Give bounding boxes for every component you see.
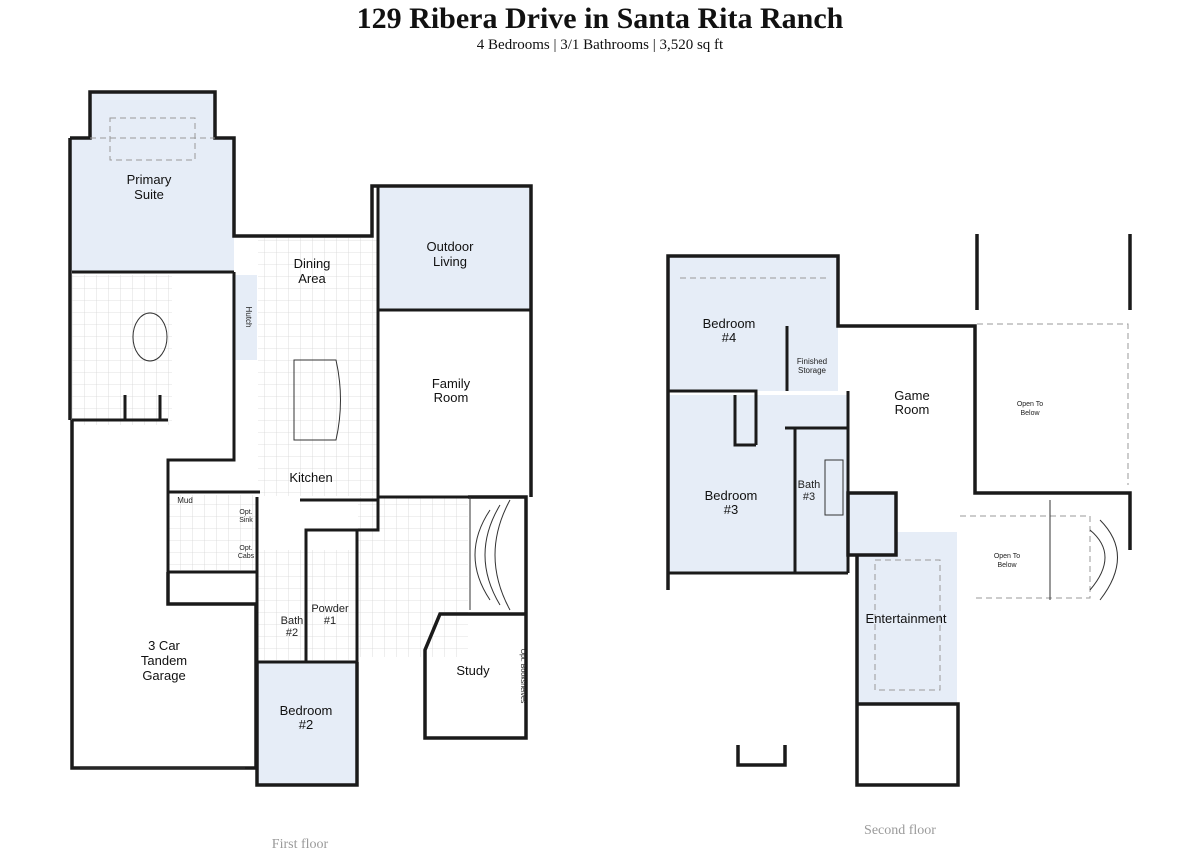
game-room-label-2: Room — [895, 402, 930, 417]
first-floor-caption: First floor — [272, 837, 329, 850]
primary-suite-label-1: Primary — [127, 172, 172, 187]
bedroom3-label-1: Bedroom — [705, 488, 758, 503]
second-floor-outer-wall — [666, 234, 1132, 787]
bedroom2-label-1: Bedroom — [280, 703, 333, 718]
bedroom4-label-2: #4 — [722, 330, 736, 345]
hutch-label: Hutch — [244, 307, 253, 328]
kitchen-label: Kitchen — [289, 470, 332, 485]
mud-tile — [168, 495, 256, 570]
bath2-label-1: Bath — [281, 615, 304, 627]
bedroom2-area — [257, 662, 357, 784]
first-floor-stair — [469, 497, 511, 611]
first-floor-plan: Primary Suite Dining Area Outdoor Living… — [68, 90, 533, 850]
dining-kitchen-tile — [258, 238, 378, 496]
opt-cabs-label-2: Cabs — [238, 553, 255, 560]
opt-cabs-label-1: Opt. — [239, 545, 252, 552]
mud-label: Mud — [177, 496, 193, 505]
outdoor-living-area — [378, 188, 530, 310]
opt-bookshelves-label: Opt. Bookshelves — [519, 649, 526, 704]
bedroom3-label-2: #3 — [724, 502, 738, 517]
second-floor-inner-walls — [668, 326, 850, 575]
outdoor-living-label-1: Outdoor — [427, 239, 475, 254]
family-room-label-2: Room — [434, 390, 469, 405]
family-room-label-1: Family — [432, 376, 471, 391]
open-to-below-2-label-1: Open To — [994, 553, 1020, 560]
foyer-tile — [358, 497, 468, 657]
hutch-area — [232, 275, 257, 360]
second-floor-caption: Second floor — [864, 823, 936, 838]
game-room-label-1: Game — [894, 388, 929, 403]
study-label: Study — [456, 663, 490, 678]
dining-area-label-2: Area — [298, 271, 326, 286]
primary-bath-tile — [72, 275, 172, 425]
bath3-label-1: Bath — [798, 479, 821, 491]
page-title: 129 Ribera Drive in Santa Rita Ranch — [356, 2, 844, 35]
bedroom3-area — [668, 395, 848, 573]
garage-label-1: 3 Car — [148, 638, 180, 653]
finished-storage-label-1: Finished — [797, 357, 827, 366]
kitchen-island — [293, 359, 341, 441]
garage-label-2: Tandem — [141, 653, 187, 668]
finished-storage-label-2: Storage — [798, 366, 827, 375]
entertainment-label: Entertainment — [866, 611, 947, 626]
outdoor-living-label-2: Living — [433, 254, 467, 269]
primary-suite-area — [70, 92, 234, 272]
second-floor-dashed — [680, 277, 1129, 691]
bath3-tub — [824, 459, 844, 516]
first-floor-outer-wall — [68, 90, 533, 787]
dining-area-label-1: Dining — [294, 256, 331, 271]
bath3-label-2: #3 — [803, 491, 815, 503]
powder1-label-2: #1 — [324, 615, 336, 627]
bedroom2-label-2: #2 — [299, 717, 313, 732]
opt-sink-label-1: Opt. — [239, 509, 252, 516]
primary-suite-label-2: Suite — [134, 187, 164, 202]
garage-label-3: Garage — [142, 668, 185, 683]
open-to-below-1-label-1: Open To — [1017, 401, 1043, 408]
opt-sink-label-2: Sink — [239, 517, 253, 524]
second-floor-stair — [1049, 500, 1118, 601]
first-floor-inner-walls — [72, 186, 531, 664]
primary-tray-ceiling — [90, 117, 215, 161]
bath2-label-2: #2 — [286, 627, 298, 639]
page-subtitle: 4 Bedrooms | 3/1 Bathrooms | 3,520 sq ft — [476, 37, 724, 53]
bedroom4-label-1: Bedroom — [703, 316, 756, 331]
open-to-below-1-label-2: Below — [1020, 410, 1040, 417]
second-floor-plan: Bedroom #4 Finished Storage Game Room Op… — [666, 234, 1132, 838]
powder1-label-1: Powder — [311, 603, 349, 615]
open-to-below-2-label-2: Below — [997, 562, 1017, 569]
primary-tub — [132, 312, 168, 362]
